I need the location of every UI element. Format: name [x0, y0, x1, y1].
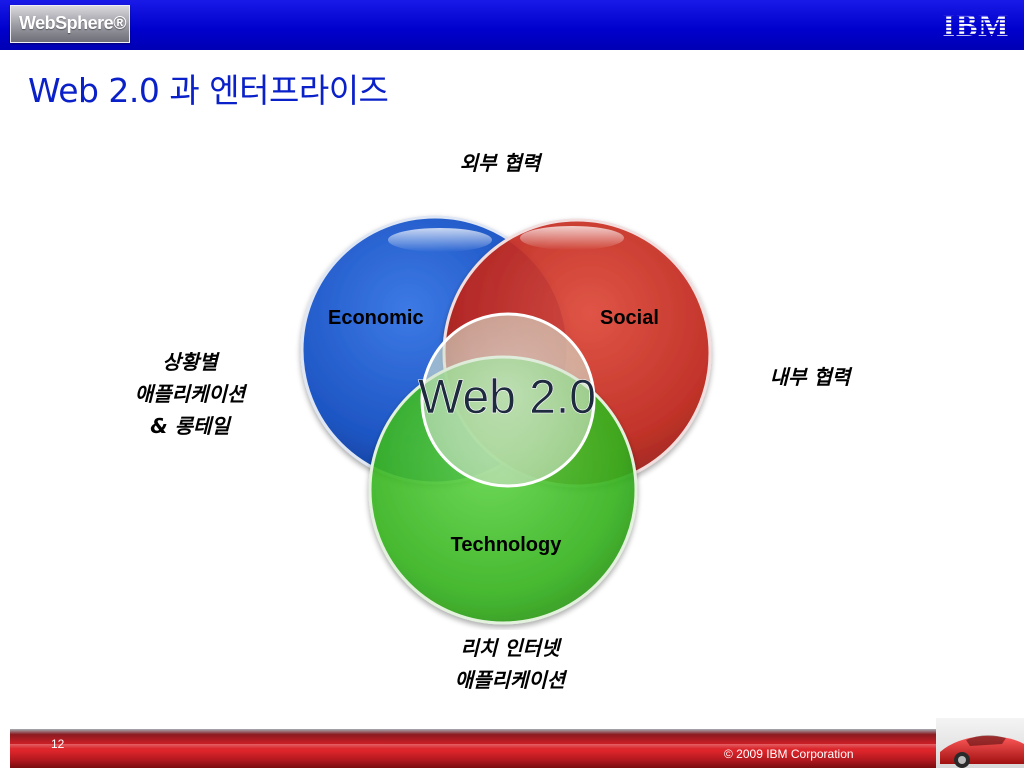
label-situational-line-2: 애플리케이션 [134, 382, 246, 406]
label-rich-line-2: 애플리케이션 [454, 668, 566, 692]
circle-center-core [420, 312, 596, 488]
ibm-logo: IBM [940, 9, 1012, 39]
label-situational-apps: 상황별 애플리케이션 & 롱테일 [90, 346, 290, 442]
label-situational-line-3: & 롱테일 [150, 414, 230, 438]
label-rich-internet-apps: 리치 인터넷 애플리케이션 [400, 632, 620, 696]
car-image [936, 718, 1024, 768]
label-internal-collaboration: 내부 협력 [769, 365, 851, 389]
venn-center-label: Web 2.0 [418, 371, 596, 424]
page-number: 12 [51, 737, 65, 751]
websphere-badge-text: WebSphere® [19, 13, 126, 33]
websphere-badge: WebSphere® [10, 5, 130, 43]
header-bar: WebSphere® IBM [0, 0, 1024, 50]
circle-label-social: Social [600, 307, 659, 329]
copyright-text: © 2009 IBM Corporation [724, 747, 854, 761]
venn-diagram: Economic Social Technology Web 2.0 [300, 215, 712, 625]
label-external-collaboration: 외부 협력 [459, 151, 541, 175]
footer-bar [10, 729, 936, 768]
label-situational-line-1: 상황별 [162, 350, 218, 374]
circle-label-technology: Technology [451, 534, 563, 556]
slide-title: Web 2.0 과 엔터프라이즈 [28, 71, 389, 110]
circle-label-economic: Economic [328, 307, 424, 329]
label-rich-line-1: 리치 인터넷 [460, 636, 560, 660]
